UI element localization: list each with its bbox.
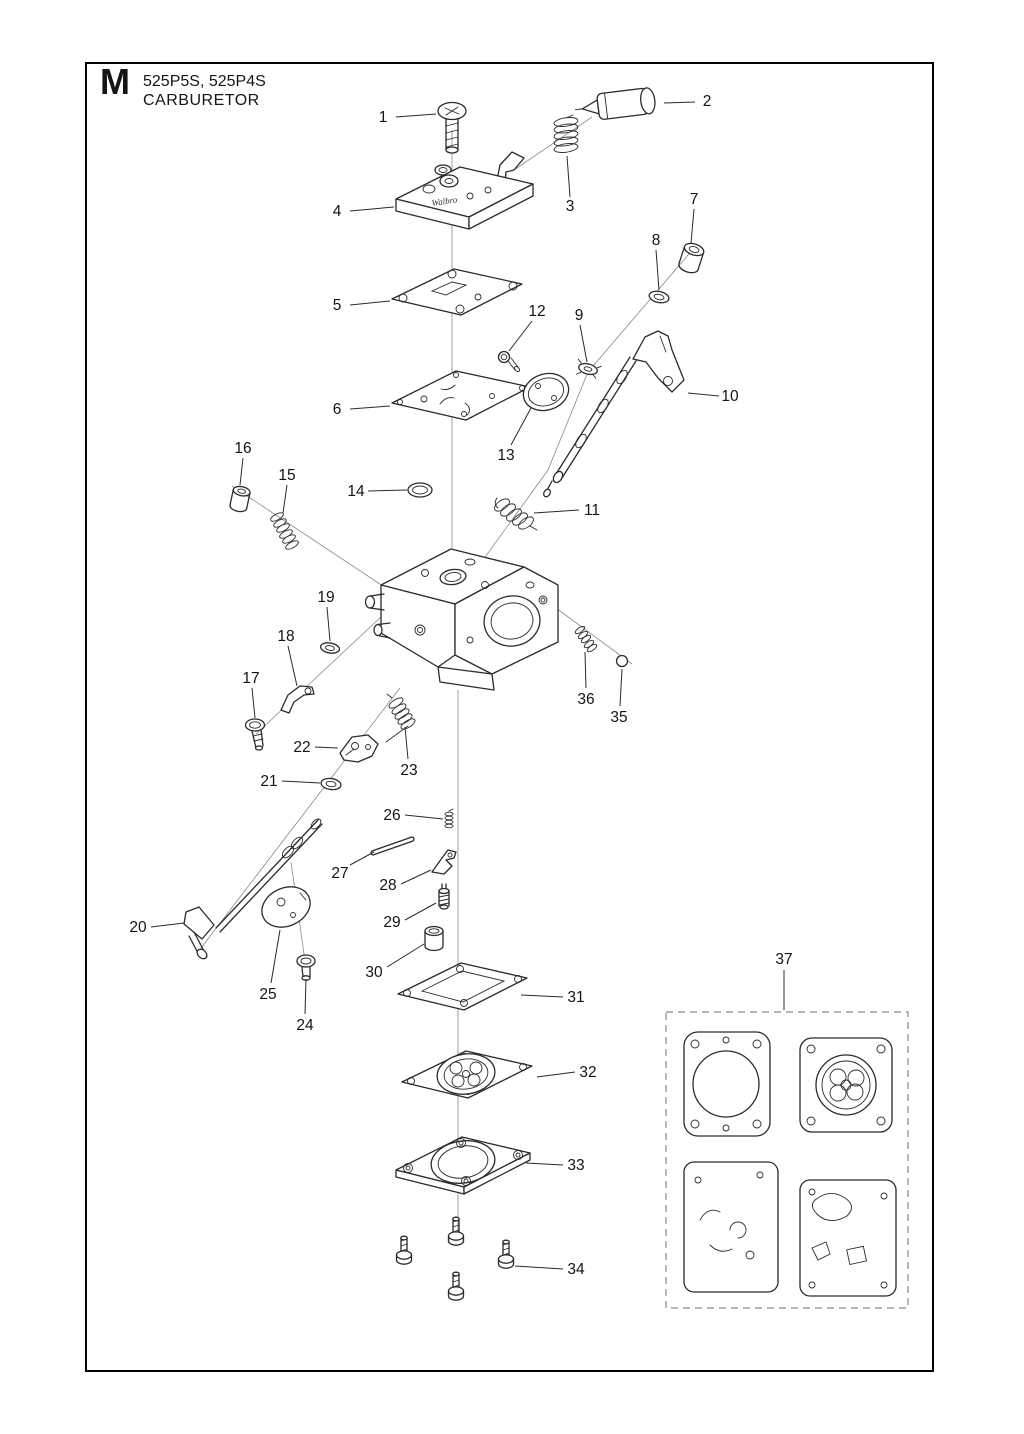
part-13-throttle-plate	[522, 372, 570, 412]
part-36-spring	[574, 625, 598, 653]
part-label-12: 12	[528, 303, 545, 320]
part-22-bracket	[339, 734, 379, 763]
part-label-3: 3	[566, 198, 575, 215]
part-number-labels: 1 2 3 4 5 6 7 8 9 10 11 12 13 14 15 16 1…	[129, 93, 792, 1278]
part-18-choke-lever	[280, 685, 315, 714]
part-label-13: 13	[497, 447, 514, 464]
part-31-metering-gasket	[397, 962, 528, 1011]
part-30-seat	[424, 925, 444, 952]
part-label-37: 37	[775, 951, 792, 968]
part-label-14: 14	[347, 483, 365, 500]
part-label-33: 33	[567, 1157, 584, 1174]
plate-logo: Walbro	[431, 194, 458, 208]
part-10-throttle-shaft	[543, 330, 685, 498]
part-14-ring	[407, 482, 433, 498]
part-label-24: 24	[296, 1017, 314, 1034]
part-label-15: 15	[278, 467, 295, 484]
part-label-6: 6	[333, 401, 342, 418]
part-6-pump-diaphragm	[391, 370, 531, 421]
part-25-choke-plate	[261, 886, 311, 928]
part-label-23: 23	[400, 762, 417, 779]
part-label-29: 29	[383, 914, 400, 931]
part-label-9: 9	[575, 307, 584, 324]
part-label-11: 11	[584, 502, 600, 519]
part-16-plug	[229, 485, 251, 513]
part-label-26: 26	[383, 807, 400, 824]
part-label-21: 21	[260, 773, 277, 790]
part-32-metering-diaphragm	[401, 1050, 533, 1099]
part-label-10: 10	[721, 388, 739, 405]
part-label-1: 1	[379, 109, 388, 126]
part-label-18: 18	[277, 628, 294, 645]
part-label-16: 16	[234, 440, 251, 457]
section-letter: M	[100, 61, 130, 102]
model-numbers: 525P5S, 525P4S	[143, 73, 266, 90]
part-37-gasket-kit	[665, 1011, 909, 1309]
part-label-4: 4	[333, 203, 342, 220]
leader-lines	[150, 101, 785, 1270]
part-20-choke-shaft	[183, 818, 323, 960]
part-19-washer	[319, 642, 341, 654]
part-label-8: 8	[652, 232, 661, 249]
part-2-plug	[574, 87, 656, 120]
part-label-25: 25	[259, 986, 276, 1003]
part-29-inlet-needle	[438, 883, 450, 910]
carburetor-body	[364, 548, 559, 691]
part-label-28: 28	[379, 877, 396, 894]
part-label-5: 5	[333, 297, 342, 314]
part-9-retaining-clip	[575, 358, 602, 379]
part-28-metering-lever	[431, 849, 457, 875]
part-23-spring	[385, 693, 416, 743]
part-label-30: 30	[365, 964, 383, 981]
page-title: CARBURETOR	[143, 92, 260, 109]
part-7-plug	[678, 242, 705, 274]
axis-lines	[197, 116, 695, 1240]
part-4-pump-cover: Walbro	[395, 151, 534, 230]
part-11-spring	[494, 497, 538, 531]
part-label-36: 36	[577, 691, 594, 708]
part-5-gasket	[391, 268, 523, 316]
part-27-rod	[370, 836, 415, 856]
part-label-35: 35	[610, 709, 627, 726]
part-label-17: 17	[242, 670, 259, 687]
part-33-cover	[395, 1136, 531, 1195]
part-15-spring	[270, 512, 299, 550]
part-34-screws	[395, 1216, 515, 1301]
part-label-31: 31	[567, 989, 584, 1006]
part-label-7: 7	[690, 191, 699, 208]
part-label-22: 22	[293, 739, 310, 756]
part-8-washer	[648, 290, 670, 304]
part-21-washer	[320, 777, 342, 791]
part-label-19: 19	[317, 589, 334, 606]
part-label-32: 32	[579, 1064, 596, 1081]
part-35-ball	[615, 654, 629, 668]
part-label-27: 27	[331, 865, 348, 882]
part-label-20: 20	[129, 919, 147, 936]
part-label-34: 34	[567, 1261, 585, 1278]
part-12-grommet	[497, 350, 520, 372]
part-26-spring	[444, 808, 454, 829]
part-24-screw	[296, 954, 316, 981]
part-label-2: 2	[703, 93, 712, 110]
part-3-spring	[553, 114, 579, 153]
page-frame	[85, 62, 934, 1372]
part-17-screw	[244, 718, 266, 751]
